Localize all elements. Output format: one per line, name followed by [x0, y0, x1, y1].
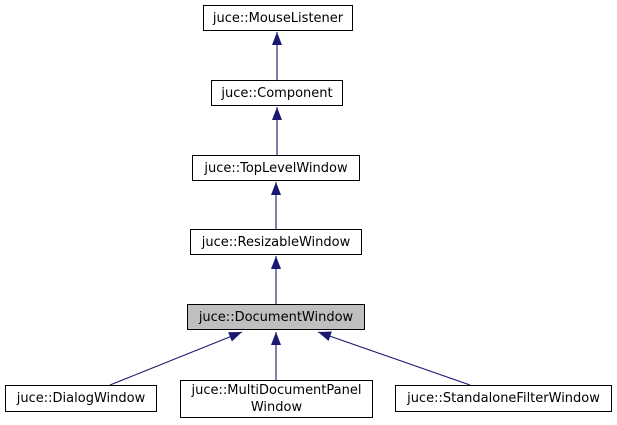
- edge-standalonefilterwindow-to-documentwindow: [317, 331, 471, 386]
- node-label: juce::DocumentWindow: [198, 309, 354, 325]
- node-label: juce::TopLevelWindow: [204, 160, 348, 176]
- node-juce-dialogwindow[interactable]: juce::DialogWindow: [5, 385, 157, 412]
- node-label: juce::StandaloneFilterWindow: [407, 391, 600, 406]
- node-juce-documentwindow-current: juce::DocumentWindow: [187, 304, 365, 330]
- node-juce-standalonefilterwindow[interactable]: juce::StandaloneFilterWindow: [395, 385, 612, 412]
- node-label: juce::MouseListener: [212, 10, 344, 26]
- node-juce-mouselistener[interactable]: juce::MouseListener: [203, 5, 353, 31]
- node-juce-resizablewindow[interactable]: juce::ResizableWindow: [190, 229, 362, 255]
- node-label-line2: Window: [250, 400, 303, 415]
- node-juce-component[interactable]: juce::Component: [211, 80, 343, 106]
- node-label: juce::Component: [221, 85, 333, 101]
- node-label: juce::ResizableWindow: [201, 234, 351, 250]
- node-label-line1: juce::MultiDocumentPanel: [191, 383, 362, 398]
- node-juce-multidocumentpanelwindow[interactable]: juce::MultiDocumentPanel Window: [180, 380, 373, 418]
- node-juce-toplevelwindow[interactable]: juce::TopLevelWindow: [192, 155, 360, 181]
- node-label: juce::DialogWindow: [16, 391, 146, 406]
- edge-dialogwindow-to-documentwindow: [109, 331, 243, 386]
